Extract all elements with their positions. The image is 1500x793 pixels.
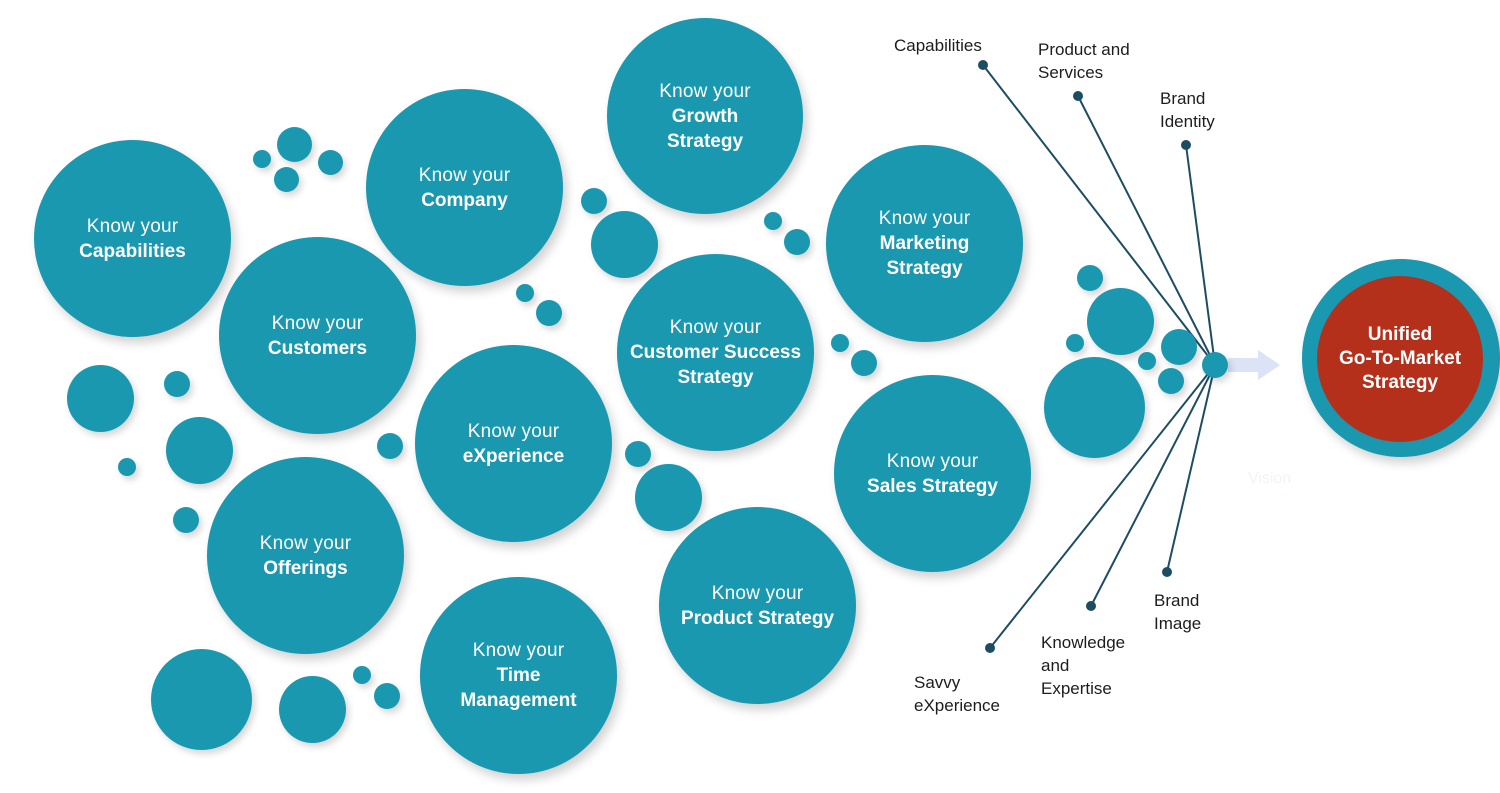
bubble-prefix: Know your [418, 164, 511, 186]
bubble-title: Offerings [263, 557, 348, 579]
decor-dot [318, 150, 343, 175]
decor-dot [253, 150, 271, 168]
label-capabilities: Capabilities [894, 36, 982, 55]
bubble-title: eXperience [462, 445, 565, 467]
bubble-title: Marketing Strategy [879, 233, 970, 279]
connector-dot-brand-identity [1181, 140, 1191, 150]
decor-dot [377, 433, 403, 459]
bubble-prefix: Know your [467, 420, 560, 442]
connector-line-brand-image [1166, 364, 1216, 573]
decor-dot [67, 365, 134, 432]
decor-dot [279, 676, 346, 743]
label-brand-identity: Brand Identity [1160, 89, 1215, 131]
connector-dot-brand-image [1162, 567, 1172, 577]
bubble-customer-success: Know your Customer Success Strategy [617, 254, 814, 451]
bubble-marketing-strategy: Know your Marketing Strategy [826, 145, 1023, 342]
bubble-prefix: Know your [86, 215, 179, 237]
bubble-title: Growth Strategy [666, 105, 744, 152]
decor-dot [1161, 329, 1197, 365]
decor-dot [277, 127, 312, 162]
decor-dot [536, 300, 562, 326]
connector-dot-capabilities [978, 60, 988, 70]
connector-line-knowledge [1090, 364, 1216, 607]
label-product-services: Product and Services [1038, 40, 1130, 82]
decor-dot [1044, 357, 1145, 458]
connector-line-savvy [989, 364, 1216, 649]
bubble-sales-strategy: Know your Sales Strategy [834, 375, 1031, 572]
bubble-title: Company [421, 189, 508, 211]
bubble-title: Time Management [460, 665, 577, 711]
label-knowledge: Knowledge and Expertise [1041, 633, 1126, 698]
decor-dot [516, 284, 534, 302]
decor-dot [635, 464, 702, 531]
decor-dot [166, 417, 233, 484]
decor-dot [591, 211, 658, 278]
decor-dot [173, 507, 199, 533]
connector-dot-knowledge [1086, 601, 1096, 611]
decor-dot [1087, 288, 1154, 355]
goal-unified-gtm-strategy: Unified Go-To-Market Strategy [1317, 276, 1483, 442]
decor-dot [374, 683, 400, 709]
decor-dot [274, 167, 299, 192]
bubble-prefix: Know your [711, 582, 804, 604]
label-brand-image: Brand Image [1154, 591, 1202, 633]
connector-line-brand-identity [1185, 144, 1216, 366]
decor-dot [784, 229, 810, 255]
bubble-prefix: Know your [659, 80, 751, 102]
decor-dot [581, 188, 607, 214]
label-savvy: Savvy eXperience [914, 673, 1001, 715]
bubble-title: Product Strategy [680, 607, 835, 629]
bubble-title: Capabilities [79, 240, 186, 262]
bubble-prefix: Know your [259, 532, 352, 554]
connector-dot-savvy [985, 643, 995, 653]
bubble-growth-strategy: Know your Growth Strategy [607, 18, 803, 214]
bubble-offerings: Know your Offerings [207, 457, 404, 654]
arrow-icon [1228, 350, 1280, 380]
decor-dot [1066, 334, 1084, 352]
bubble-prefix: Know your [878, 208, 971, 229]
decor-dot [851, 350, 877, 376]
bubble-product-strategy: Know your Product Strategy [659, 507, 856, 704]
vision-label: Vision [1248, 470, 1292, 487]
decor-dot [164, 371, 190, 397]
decor-dot [1077, 265, 1103, 291]
bubble-title: Sales Strategy [867, 475, 998, 497]
decor-dot [625, 441, 651, 467]
decor-dot [764, 212, 782, 230]
bubble-title: Customers [267, 337, 368, 359]
decor-dot [831, 334, 849, 352]
bubble-experience: Know your eXperience [415, 345, 612, 542]
decor-dot [1158, 368, 1184, 394]
connector-dot-product-services [1073, 91, 1083, 101]
decor-dot [1138, 352, 1156, 370]
connector-hub [1202, 352, 1228, 378]
bubble-customers: Know your Customers [219, 237, 416, 434]
bubble-capabilities: Know your Capabilities [34, 140, 231, 337]
bubble-title: Customer Success Strategy [629, 342, 802, 388]
bubble-company: Know your Company [366, 89, 563, 286]
bubble-prefix: Know your [271, 312, 364, 334]
bubble-time-management: Know your Time Management [420, 577, 617, 774]
connector-line-product-services [1077, 95, 1216, 366]
connector-line-capabilities [982, 64, 1216, 366]
bubble-prefix: Know your [472, 640, 565, 661]
decor-dot [151, 649, 252, 750]
decor-dot [353, 666, 371, 684]
bubble-prefix: Know your [886, 450, 979, 472]
bubble-prefix: Know your [669, 317, 762, 338]
decor-dot [118, 458, 136, 476]
